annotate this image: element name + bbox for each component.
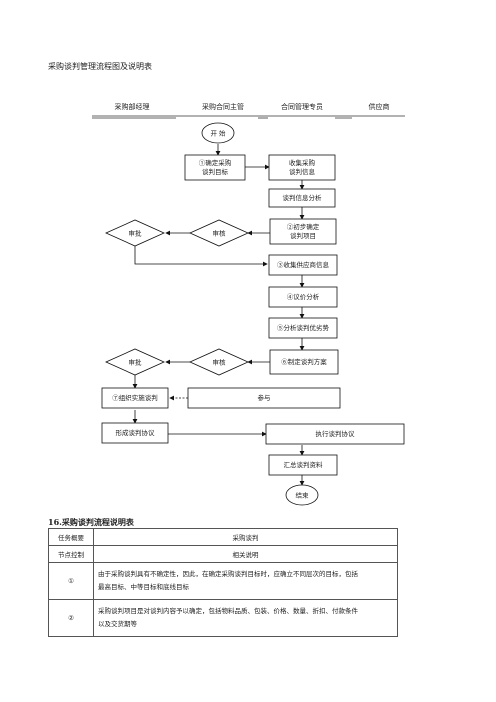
node-5-swot: ⑤分析谈判优劣势 <box>268 317 338 339</box>
svg-text:②初步确定: ②初步确定 <box>287 222 320 231</box>
connectors <box>132 144 305 486</box>
node-collect-info: 收集采购 谈判信息 <box>268 154 336 181</box>
start-node: 开 始 <box>201 122 235 144</box>
node-analyze-info: 谈判信息分析 <box>268 188 336 208</box>
svg-text:执行谈判协议: 执行谈判协议 <box>316 429 356 438</box>
svg-text:谈判项目: 谈判项目 <box>290 231 316 240</box>
svg-text:结束: 结束 <box>296 491 310 500</box>
svg-text:审核: 审核 <box>213 229 227 238</box>
end-node: 结束 <box>285 484 319 506</box>
table-title: 16.采购谈判流程说明表 <box>48 517 134 527</box>
row-key-cell: ② <box>48 599 94 637</box>
node-1-set-objectives: ①确定采购 谈判目标 <box>184 154 246 181</box>
lane-header-contract-specialist: 合同管理专员 <box>281 103 323 111</box>
node-6-plan: ⑥制定谈判方案 <box>269 349 339 375</box>
svg-text:⑦组织实施谈判: ⑦组织实施谈判 <box>112 393 158 402</box>
svg-text:审批: 审批 <box>129 229 143 238</box>
node-4-price-analysis: ④议价分析 <box>268 286 338 308</box>
node-2-define-items: ②初步确定 谈判项目 <box>269 218 337 245</box>
lane-header-supplier: 供应商 <box>368 103 390 111</box>
svg-text:④议价分析: ④议价分析 <box>287 292 320 301</box>
row-text-line: 采购谈判项目是对谈判内容予以确定，包括物料品质、包装、价格、数量、折扣、付款条件 <box>98 607 358 615</box>
svg-text:③收集供应商信息: ③收集供应商信息 <box>277 260 330 269</box>
task-label-cell: 任务概要 <box>48 528 94 546</box>
svg-text:开 始: 开 始 <box>210 129 226 138</box>
lane-header-contract-supervisor: 采购合同主管 <box>202 103 244 111</box>
table-row: ② 采购谈判项目是对谈判内容予以确定，包括物料品质、包装、价格、数量、折扣、付款… <box>48 599 398 637</box>
lane-underlines <box>92 115 405 119</box>
node-form-agreement: 形成谈判协议 <box>101 422 169 444</box>
row-text-line: 以及交货期等 <box>98 620 137 628</box>
row-text-cell: 采购谈判项目是对谈判内容予以确定，包括物料品质、包装、价格、数量、折扣、付款条件… <box>93 599 398 637</box>
page-title: 采购谈判管理流程图及说明表 <box>48 62 152 71</box>
task-value-cell: 采购谈判 <box>93 528 398 546</box>
node-value-cell: 相关说明 <box>93 545 398 563</box>
svg-text:汇总谈判资料: 汇总谈判资料 <box>284 460 324 469</box>
svg-text:谈判信息分析: 谈判信息分析 <box>283 193 323 202</box>
svg-text:谈判信息: 谈判信息 <box>289 167 316 176</box>
node-supplier-participate: 参与 <box>187 387 341 409</box>
row-text-cell: 由于采购谈判具有不确定性，因此，在确定采购谈判目标时，应确立不同层次的目标，包括… <box>93 562 398 600</box>
svg-text:参与: 参与 <box>258 393 271 402</box>
svg-text:谈判目标: 谈判目标 <box>202 167 229 176</box>
review-diamond-2: 审核 <box>189 348 249 376</box>
svg-text:收集采购: 收集采购 <box>289 158 316 167</box>
flowchart: 开 始 ①确定采购 谈判目标 收集采购 谈判信息 谈判信息分析 ②初步确定 谈判… <box>92 115 405 506</box>
approve-diamond-2: 审批 <box>105 348 165 376</box>
row-text-line: 最高目标、中等目标和底线目标 <box>98 583 189 591</box>
node-summarize-data: 汇总谈判资料 <box>268 454 338 476</box>
svg-text:审批: 审批 <box>129 358 143 367</box>
node-label-cell: 节点控制 <box>48 545 94 563</box>
lane-header-purchasing-manager: 采购部经理 <box>114 103 150 111</box>
node-execute-agreement: 执行谈判协议 <box>265 423 405 445</box>
svg-text:审核: 审核 <box>213 358 227 367</box>
svg-text:①确定采购: ①确定采购 <box>199 158 232 167</box>
description-table: 任务概要 采购谈判 节点控制 相关说明 ① 由于采购谈判具有不确定性，因此，在确… <box>48 528 398 637</box>
node-3-supplier-info: ③收集供应商信息 <box>268 254 338 276</box>
node-7-conduct: ⑦组织实施谈判 <box>101 387 169 409</box>
svg-text:⑤分析谈判优劣势: ⑤分析谈判优劣势 <box>277 323 330 332</box>
approve-diamond-1: 审批 <box>105 219 165 247</box>
svg-text:⑥制定谈判方案: ⑥制定谈判方案 <box>281 357 327 366</box>
row-key-cell: ① <box>48 562 94 600</box>
review-diamond-1: 审核 <box>189 219 249 247</box>
svg-text:形成谈判协议: 形成谈判协议 <box>116 428 156 437</box>
table-row-task: 任务概要 采购谈判 <box>48 528 398 546</box>
table-row-header: 节点控制 相关说明 <box>48 545 398 563</box>
row-text-line: 由于采购谈判具有不确定性，因此，在确定采购谈判目标时，应确立不同层次的目标，包括 <box>98 570 358 578</box>
table-row: ① 由于采购谈判具有不确定性，因此，在确定采购谈判目标时，应确立不同层次的目标，… <box>48 562 398 600</box>
